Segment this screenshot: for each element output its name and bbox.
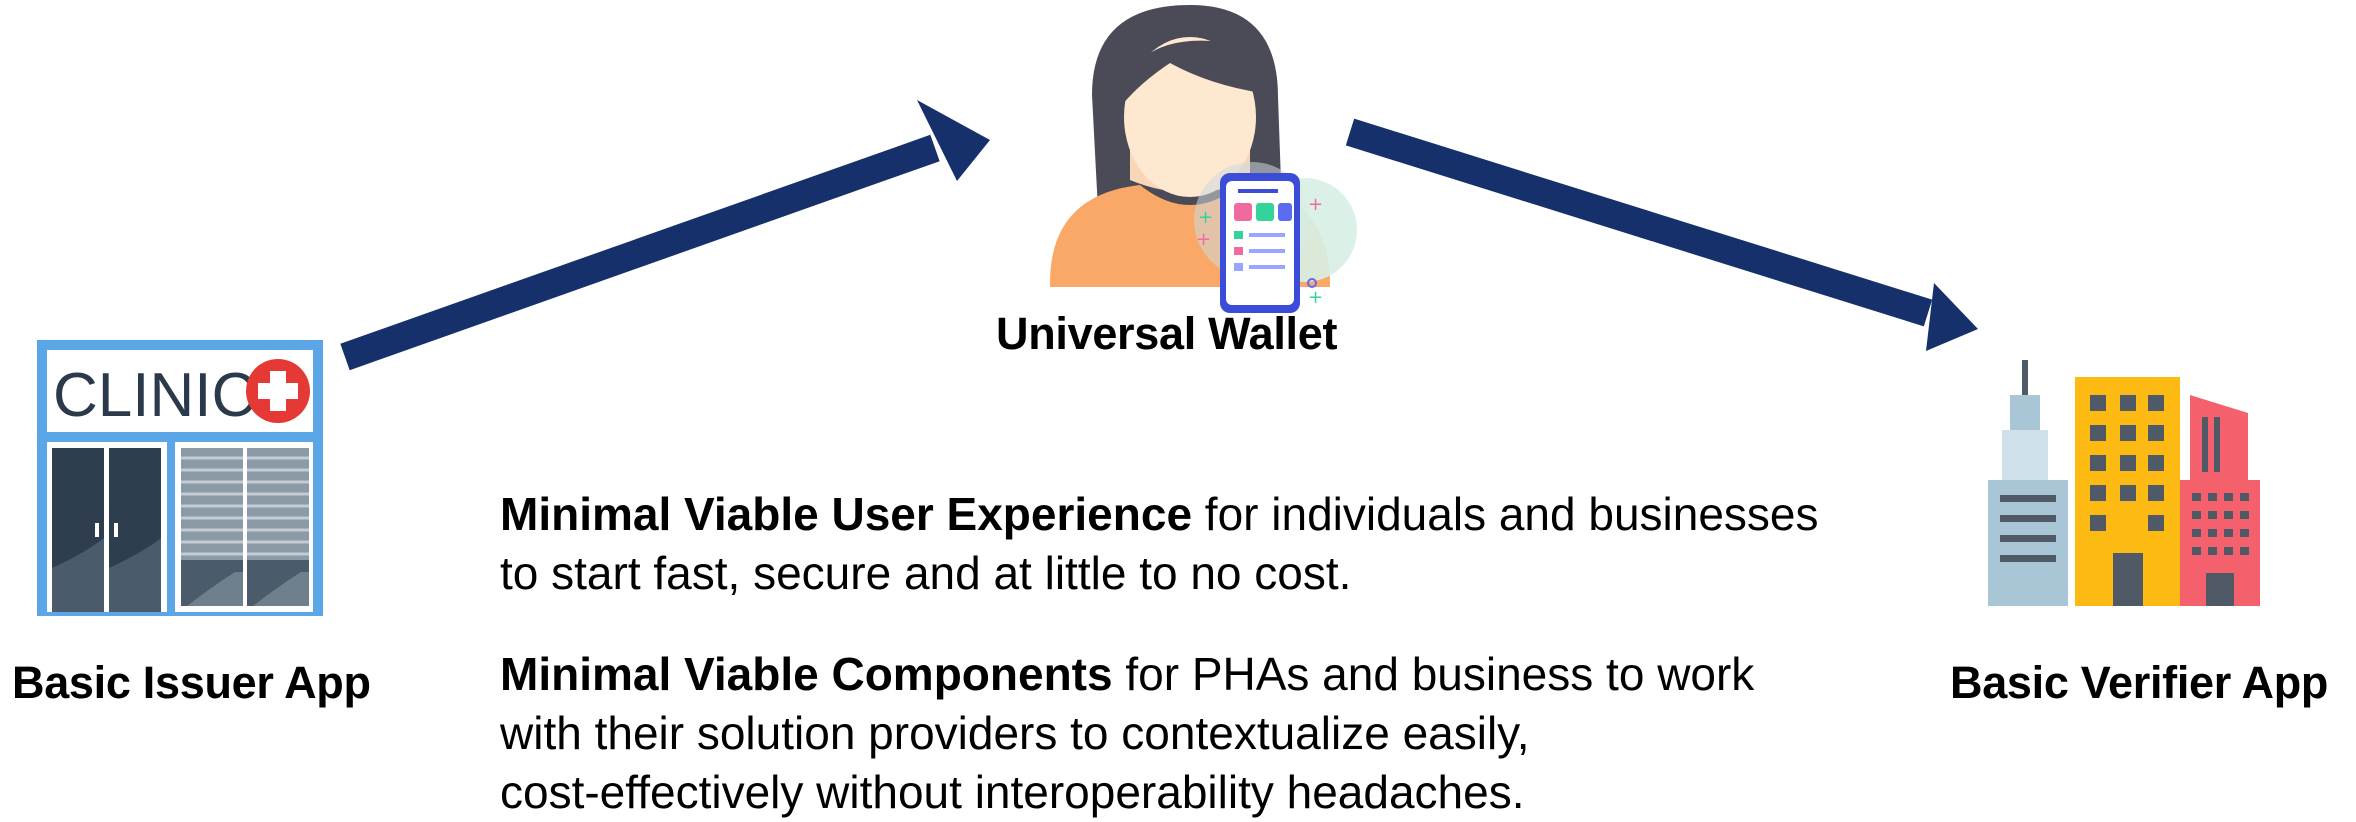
svg-text:+: +	[1196, 229, 1211, 250]
components-rest: for PHAs and business to work	[1112, 648, 1755, 700]
clinic-icon: CLINIC	[37, 340, 323, 616]
components-line-2: with their solution providers to context…	[500, 707, 1530, 759]
svg-text:+: +	[1308, 287, 1323, 308]
user-experience-text: Minimal Viable User Experience for indiv…	[500, 485, 1819, 603]
person-with-phone-icon: + + + +	[1050, 5, 1357, 313]
user-experience-bold: Minimal Viable User Experience	[500, 488, 1193, 540]
verifier-label: Basic Verifier App	[1950, 657, 2329, 708]
components-text: Minimal Viable Components for PHAs and b…	[500, 645, 1754, 822]
components-line-3: cost-effectively without interoperabilit…	[500, 766, 1525, 818]
svg-text:+: +	[1198, 207, 1213, 228]
user-experience-rest: for individuals and businesses	[1192, 488, 1819, 540]
issuer-label: Basic Issuer App	[12, 657, 371, 708]
components-line-1: Minimal Viable Components for PHAs and b…	[500, 645, 1754, 704]
user-experience-line-2: to start fast, secure and at little to n…	[500, 547, 1352, 599]
clinic-sign-text: CLINIC	[53, 361, 256, 430]
user-experience-line-1: Minimal Viable User Experience for indiv…	[500, 485, 1819, 544]
wallet-label: Universal Wallet	[996, 308, 1338, 359]
components-bold: Minimal Viable Components	[500, 648, 1113, 700]
office-buildings-icon	[1988, 360, 2260, 606]
svg-text:+: +	[1308, 194, 1323, 215]
